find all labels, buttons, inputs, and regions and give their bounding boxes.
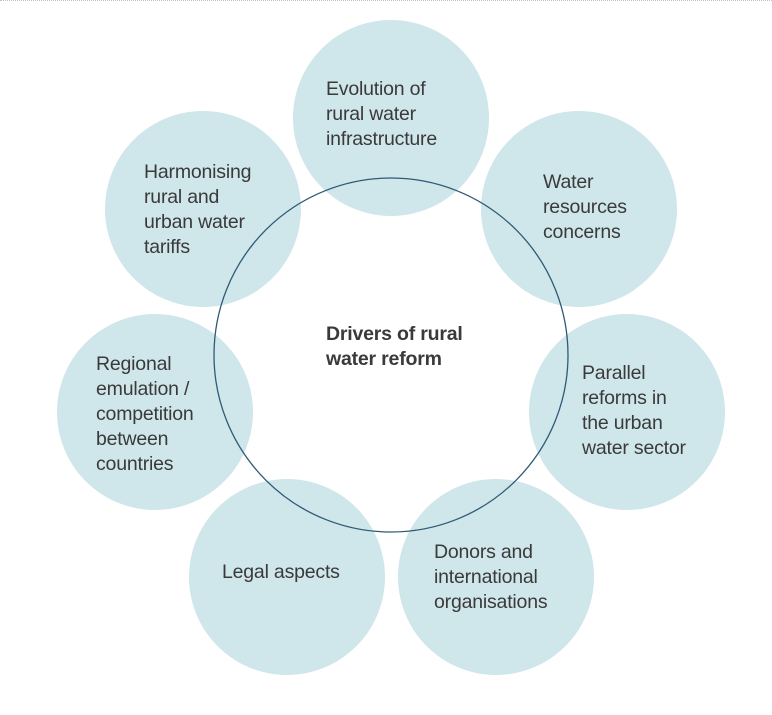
top-dotted-border bbox=[0, 0, 772, 1]
driver-label-legal: Legal aspects bbox=[222, 561, 340, 583]
driver-label-donors: Donors and international organisations bbox=[434, 541, 548, 613]
bubble-infrastructure bbox=[293, 20, 489, 216]
driver-label-water-resources: Water resources concerns bbox=[543, 171, 627, 243]
bubble-water-resources bbox=[481, 111, 677, 307]
bubble-donors bbox=[398, 479, 594, 675]
bubble-legal bbox=[189, 479, 385, 675]
bubble-regional bbox=[57, 314, 253, 510]
bubble-urban-reforms bbox=[529, 314, 725, 510]
driver-label-infrastructure: Evolution of rural water infrastructure bbox=[326, 78, 437, 150]
center-title: Drivers of rural water reform bbox=[326, 323, 463, 370]
driver-label-regional: Regional emulation / competition between… bbox=[96, 353, 194, 475]
center-ring bbox=[213, 177, 569, 533]
driver-label-urban-reforms: Parallel reforms in the urban water sect… bbox=[582, 362, 686, 459]
driver-label-tariffs: Harmonising rural and urban water tariff… bbox=[144, 161, 252, 258]
bubble-tariffs bbox=[105, 111, 301, 307]
